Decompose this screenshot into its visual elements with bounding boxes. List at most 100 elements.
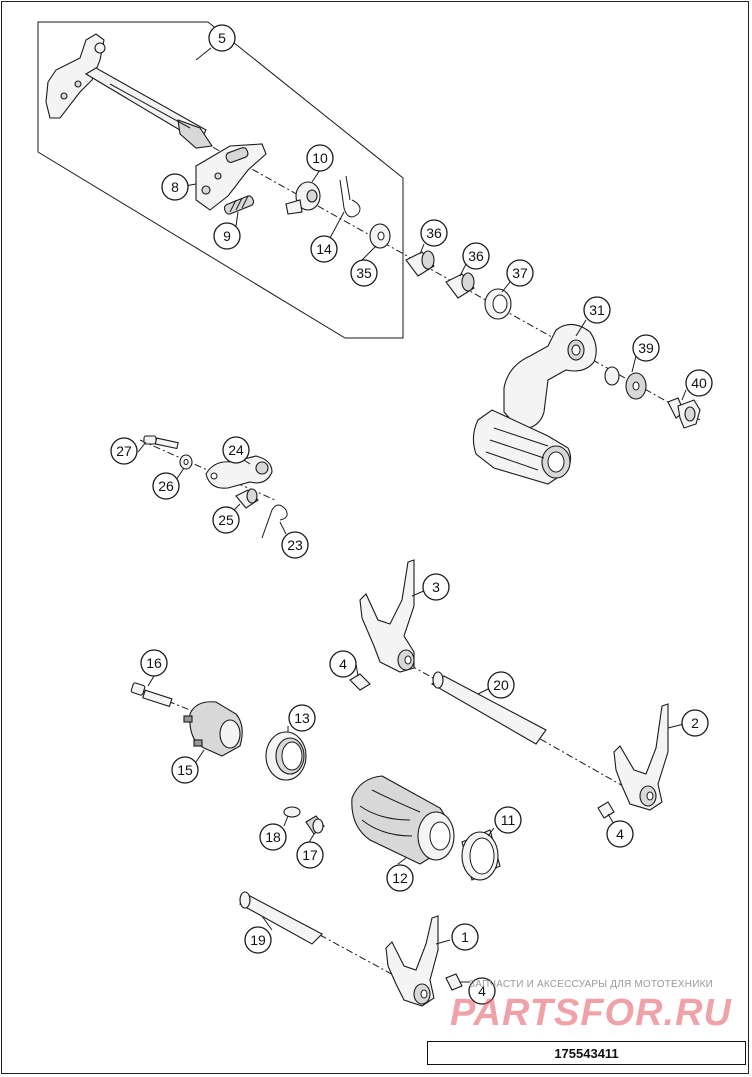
- callout-8: 8: [161, 173, 189, 201]
- callout-19: 19: [244, 926, 272, 954]
- pin-part-4-a: [349, 673, 371, 691]
- screw-axis: [139, 689, 216, 721]
- svg-text:11: 11: [501, 812, 516, 828]
- svg-text:1: 1: [461, 929, 469, 945]
- spring-part-23: [261, 504, 288, 539]
- part-number-box: 175543411: [427, 1041, 746, 1065]
- svg-text:12: 12: [392, 870, 408, 886]
- callout-10: 10: [306, 144, 334, 172]
- callout-40: 40: [685, 369, 713, 397]
- roller-part-25: [235, 488, 259, 509]
- pin-part-4-c: [445, 973, 463, 991]
- callout-25: 25: [212, 506, 240, 534]
- washer-part-39: [604, 366, 647, 400]
- svg-text:8: 8: [171, 179, 179, 195]
- svg-text:15: 15: [177, 762, 193, 778]
- shift-fork-part-1: [385, 915, 439, 1007]
- bearing-part-36-b: [445, 272, 475, 299]
- washer-part-26: [179, 454, 193, 470]
- svg-text:31: 31: [589, 302, 605, 318]
- shift-drum-part-12: [351, 775, 455, 865]
- part-number: 175543411: [554, 1045, 619, 1061]
- watermark-logo: PARTSFOR.RU: [450, 992, 732, 1034]
- callout-18: 18: [259, 823, 287, 851]
- svg-text:36: 36: [426, 225, 442, 241]
- lever-part-24: [205, 455, 273, 489]
- svg-text:20: 20: [493, 677, 509, 693]
- callout-36-b: 36: [462, 242, 490, 270]
- callout-31: 31: [583, 296, 611, 324]
- svg-text:10: 10: [312, 150, 328, 166]
- callout-39: 39: [632, 334, 660, 362]
- callout-4-a: 4: [329, 650, 357, 678]
- plate-part-8: [195, 143, 267, 211]
- callout-14: 14: [310, 235, 338, 263]
- bushing-part-10: [285, 181, 321, 215]
- pin-part-4-b: [597, 801, 615, 819]
- svg-text:13: 13: [294, 710, 310, 726]
- svg-text:4: 4: [339, 656, 347, 672]
- svg-text:36: 36: [468, 248, 484, 264]
- svg-text:35: 35: [356, 265, 372, 281]
- shift-lever-part-31: [472, 323, 597, 485]
- svg-text:9: 9: [223, 228, 231, 244]
- svg-text:16: 16: [146, 655, 162, 671]
- callout-3: 3: [422, 573, 450, 601]
- shift-fork-part-3: [359, 559, 415, 673]
- svg-text:17: 17: [302, 847, 318, 863]
- callout-4-b: 4: [606, 820, 634, 848]
- bolt-part-27: [143, 435, 179, 450]
- spring-part-9: [223, 195, 255, 215]
- svg-text:27: 27: [116, 443, 132, 459]
- svg-text:19: 19: [250, 932, 266, 948]
- callout-23: 23: [281, 531, 309, 559]
- svg-text:18: 18: [265, 829, 281, 845]
- callout-36-a: 36: [420, 219, 448, 247]
- shift-cam-part-15: [183, 701, 243, 757]
- screw-part-17: [305, 815, 325, 835]
- callout-9: 9: [213, 222, 241, 250]
- svg-text:4: 4: [616, 826, 624, 842]
- rod-part-19: [239, 891, 323, 945]
- callout-2: 2: [681, 709, 709, 737]
- clip-part-14: [339, 179, 361, 218]
- rod-part-20: [430, 671, 547, 745]
- callout-24: 24: [222, 436, 250, 464]
- callout-37: 37: [506, 259, 534, 287]
- callout-12: 12: [386, 864, 414, 892]
- callout-26: 26: [152, 472, 180, 500]
- callout-13: 13: [288, 704, 316, 732]
- svg-text:5: 5: [218, 30, 226, 46]
- svg-text:14: 14: [316, 241, 332, 257]
- watermark-subtitle: ЗАПЧАСТИ И АКСЕССУАРЫ ДЛЯ МОТОТЕХНИКИ: [468, 979, 714, 990]
- bolt-part-40: [667, 397, 701, 429]
- callout-27: 27: [110, 437, 138, 465]
- bearing-ring-part-13: [265, 731, 307, 781]
- washer-part-18: [283, 806, 301, 818]
- svg-text:23: 23: [287, 537, 303, 553]
- svg-text:26: 26: [158, 478, 174, 494]
- callout-5: 5: [208, 24, 236, 52]
- callout-11: 11: [494, 806, 522, 834]
- callout-35: 35: [350, 259, 378, 287]
- washer-part-35: [369, 223, 391, 249]
- svg-text:4: 4: [478, 983, 486, 999]
- svg-text:3: 3: [432, 579, 440, 595]
- callout-16: 16: [140, 649, 168, 677]
- svg-text:37: 37: [512, 265, 528, 281]
- svg-text:39: 39: [638, 340, 654, 356]
- callout-15: 15: [171, 756, 199, 784]
- watermark: ЗАПЧАСТИ И АКСЕССУАРЫ ДЛЯ МОТОТЕХНИКИ PA…: [438, 975, 744, 1041]
- shift-fork-part-2: [613, 703, 669, 811]
- screw-part-16: [130, 682, 173, 708]
- seal-ring-part-37: [484, 288, 512, 320]
- lower-rod-axis: [319, 934, 431, 996]
- svg-text:40: 40: [691, 375, 707, 391]
- shift-shaft-part-5: [45, 33, 213, 149]
- callout-20: 20: [487, 671, 515, 699]
- callout-17: 17: [296, 841, 324, 869]
- assembly-group-outline: [37, 21, 404, 339]
- bearing-ring-part-11: [461, 829, 501, 881]
